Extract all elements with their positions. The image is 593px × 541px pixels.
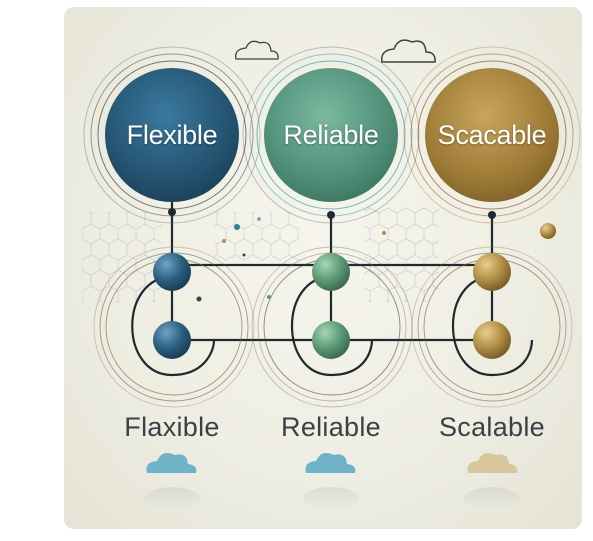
scalable-circle [425,68,559,202]
decor-dots [196,217,386,302]
cloud-icon [235,40,279,60]
network-nodes [153,223,556,359]
floating-gold-dot [540,223,556,239]
hex-mesh-center [214,212,299,262]
node-gold-top [473,253,511,291]
cloud-icon [303,453,359,511]
scalable-circle-label: Scacable [437,120,547,150]
connector-dot [327,211,335,219]
node-green-bottom [312,321,350,359]
scalable-label: Scalable [439,412,545,442]
flexible-circle [105,68,239,202]
network-illustration [82,39,581,511]
cloud-icon [464,453,520,511]
flexible-label: Flaxible [124,412,220,442]
reliable-circle [264,68,398,202]
connector-dot [488,211,496,219]
reliable-circle-label: Reliable [283,120,379,150]
connector-dot [168,208,176,216]
node-green-top [312,253,350,291]
cloud-icon [381,39,436,63]
hex-mesh-right [364,207,439,302]
reliable-label: Reliable [281,412,381,442]
flexible-circle-label: Flexible [126,120,218,150]
node-gold-bottom [473,321,511,359]
node-blue-top [153,253,191,291]
cloud-icon [144,453,200,511]
illustration-card: Flexible Reliable Scacable Flaxible Reli… [64,7,582,529]
node-blue-bottom [153,321,191,359]
